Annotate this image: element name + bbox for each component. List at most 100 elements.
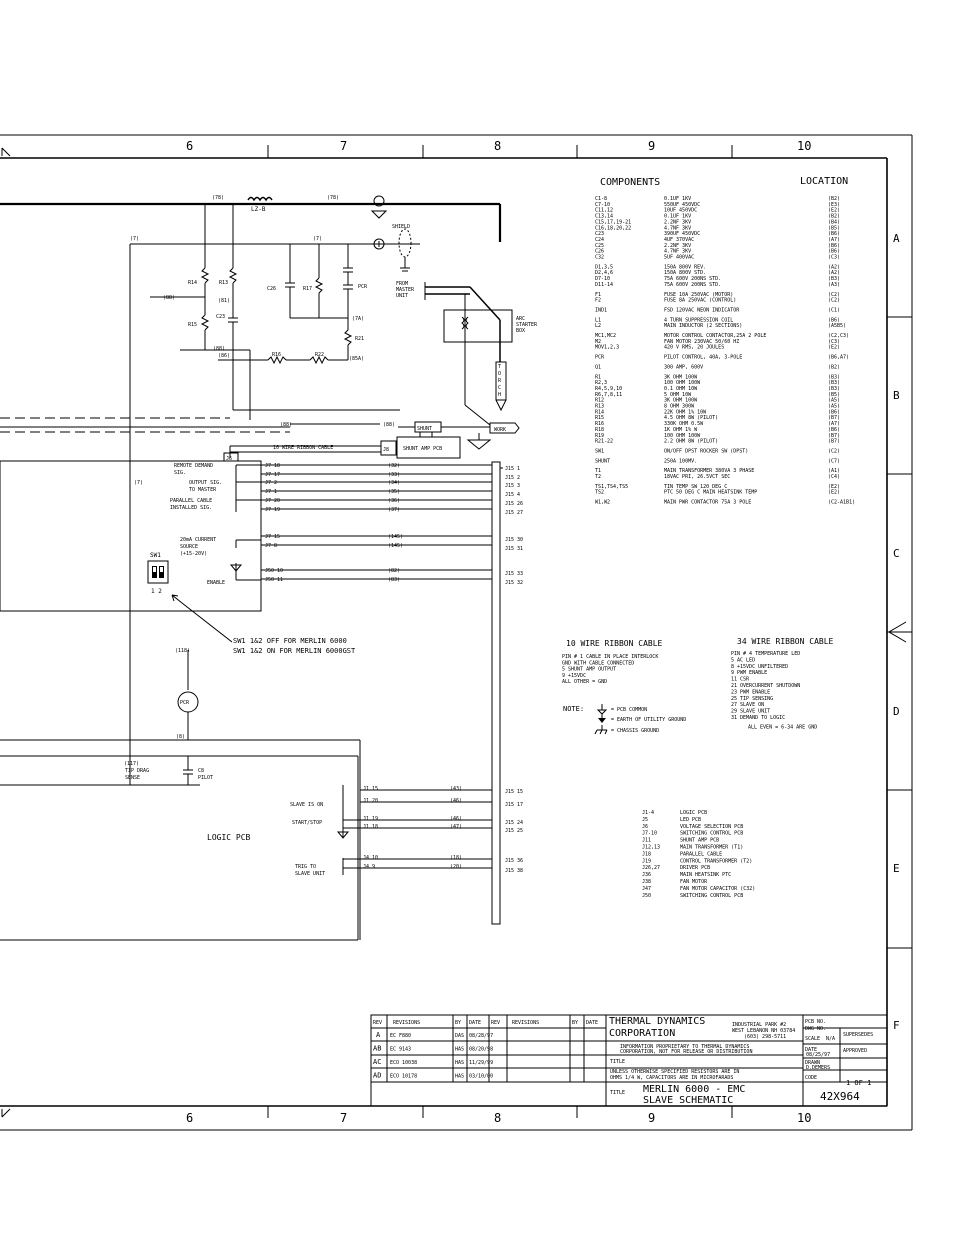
component-desc: 75A 600V 200NS STD. xyxy=(664,282,721,288)
pilot-label: C8 xyxy=(198,768,204,774)
connector-desc: PARALLEL CABLE xyxy=(680,851,722,857)
svg-text:J1 19: J1 19 xyxy=(363,816,378,822)
component-location: (C3) xyxy=(828,255,840,261)
component-ref: TS1,TS4,TS5 xyxy=(595,484,628,490)
component-ref: F1 xyxy=(595,292,601,298)
svg-text:H: H xyxy=(498,392,501,398)
company-corp: CORPORATION xyxy=(609,1028,675,1039)
svg-text:(83): (83) xyxy=(388,577,400,583)
component-ref: M2 xyxy=(595,339,601,345)
connector-ref: J7-10 xyxy=(642,831,657,837)
revision-by: HAS xyxy=(455,1047,464,1053)
logic-pcb-label: LOGIC PCB xyxy=(207,833,251,842)
j1-row: J1 18(47)J15 25 xyxy=(343,824,523,834)
svg-text:J15 3: J15 3 xyxy=(505,483,520,489)
component-location: (A1) xyxy=(828,468,840,474)
component-ref: IND1 xyxy=(595,307,607,313)
svg-text:(20): (20) xyxy=(450,864,462,870)
svg-text:J15 25: J15 25 xyxy=(505,828,523,834)
component-desc: PILOT CONTROL, 40A, 3-POLE xyxy=(664,355,742,361)
svg-text:REV: REV xyxy=(491,1020,500,1026)
revision-desc: EC 9143 xyxy=(390,1047,411,1053)
ribbon10-line: ALL OTHER = GND xyxy=(562,679,607,685)
ribbon10-line: 5 SHUNT AMP OUTPUT xyxy=(562,667,616,673)
component-desc: 4.7NF 3KV xyxy=(664,225,691,231)
pcb-common-icon xyxy=(596,704,608,715)
svg-text:(118): (118) xyxy=(175,648,190,654)
svg-text:CODE: CODE xyxy=(805,1075,817,1081)
ribbon34-line: 21 OVERCURRENT SHUTDOWN xyxy=(731,683,800,689)
shield-label: SHIELD xyxy=(392,224,410,230)
svg-text:J7 18: J7 18 xyxy=(265,463,280,469)
component-desc: 550UF 450VDC xyxy=(664,202,700,208)
row-d: D xyxy=(893,705,900,718)
ribbon34-line: 25 TIP SENSING xyxy=(731,696,773,702)
component-ref: R13 xyxy=(595,404,604,410)
r22-label: R22 xyxy=(315,352,324,358)
svg-text:INFORMATION PROPRIETARY TO THE: INFORMATION PROPRIETARY TO THERMAL DYNAM… xyxy=(620,1044,749,1050)
component-desc: MAIN INDUCTOR (2 SECTIONS) xyxy=(664,323,742,329)
component-ref: TS2 xyxy=(595,490,604,496)
component-desc: 2.2 OHM 8W (PILOT) xyxy=(664,439,718,445)
j7-row: J7 19(37)J15 27 xyxy=(261,507,523,516)
component-location: (A5) xyxy=(828,398,840,404)
component-desc: 10UF 450VDC xyxy=(664,208,697,214)
revision-desc: ECO 10038 xyxy=(390,1060,417,1066)
svg-text:UNIT: UNIT xyxy=(396,293,408,299)
shunt-amp-pcb xyxy=(396,436,461,459)
component-desc: 8 OHM 300W xyxy=(664,404,695,410)
svg-text:TO MASTER: TO MASTER xyxy=(189,487,217,493)
component-desc: 3K OHM 100W xyxy=(664,398,698,404)
component-ref: R15 xyxy=(595,415,604,421)
svg-text:SUPERSEDES: SUPERSEDES xyxy=(843,1032,873,1038)
j7-row: J7 18 (32) J15 1 xyxy=(261,463,520,472)
revision-date: 08/28/97 xyxy=(469,1033,493,1039)
svg-text:J15 32: J15 32 xyxy=(505,580,523,586)
note-line-3: = CHASSIS GROUND xyxy=(611,728,659,734)
trig-slave-label: TRIG TO xyxy=(295,864,316,870)
component-location: (C3) xyxy=(828,339,840,345)
component-desc: 150A 800V REV. xyxy=(664,264,706,270)
col-7-top: 7 xyxy=(340,139,347,153)
j1-row: J4 9(20)J15 38 xyxy=(343,864,523,874)
component-desc: 4.7NF 3KV xyxy=(664,249,691,255)
component-location: (B2) xyxy=(828,214,840,220)
note-label: NOTE: xyxy=(563,705,584,713)
current-source-label: 20mA CURRENT xyxy=(180,537,216,543)
connector-desc: SHUNT AMP PCB xyxy=(680,838,719,844)
component-desc: 1K OHM 1% W xyxy=(664,427,698,433)
svg-text:(46): (46) xyxy=(450,798,462,804)
component-ref: R6,7,8,11 xyxy=(595,392,622,398)
svg-text:BY: BY xyxy=(572,1020,578,1026)
col-10-bottom: 10 xyxy=(797,1111,811,1125)
j1-row: J1 19(46)J15 24 xyxy=(343,816,523,826)
component-desc: 5 OHM 10W xyxy=(664,392,692,398)
row-f: F xyxy=(893,1019,900,1032)
revision-desc: ECO 10178 xyxy=(390,1074,417,1080)
component-ref: R12 xyxy=(595,398,604,404)
component-desc: PTC 50 DEG C MAIN HEATSINK TEMP xyxy=(664,490,757,496)
component-ref: C25 xyxy=(595,243,604,249)
component-desc: FUSE 8A 250VAC (CONTROL) xyxy=(664,298,736,304)
svg-text:(88): (88) xyxy=(163,295,175,301)
j1-row: J1 20(46)J15 17 xyxy=(360,798,523,808)
r15-label: R15 xyxy=(188,322,197,328)
revision-letter: AB xyxy=(373,1045,381,1053)
component-location: (B6,A7) xyxy=(828,355,849,361)
component-location: (B6) xyxy=(828,243,840,249)
svg-text:J15 1: J15 1 xyxy=(505,466,520,472)
row-e: E xyxy=(893,862,900,875)
connector-ref: J50 xyxy=(642,893,651,899)
svg-text:(32): (32) xyxy=(388,463,400,469)
from-master-label: FROM xyxy=(396,281,408,287)
svg-text:J7 1: J7 1 xyxy=(265,489,277,495)
row-labels: A B C D E F xyxy=(893,232,900,1032)
component-location: (B3) xyxy=(828,374,840,380)
svg-text:(85A): (85A) xyxy=(349,356,364,362)
ribbon34-line: 5 AC LED xyxy=(731,657,755,663)
connector-desc: LOGIC PCB xyxy=(680,810,707,816)
ribbon34-line: 29 SLAVE UNIT xyxy=(731,709,770,715)
component-ref: D11-14 xyxy=(595,282,613,288)
svg-text:CORPORATION, NOT FOR RELEASE O: CORPORATION, NOT FOR RELEASE OR DISTRIBU… xyxy=(620,1049,752,1055)
